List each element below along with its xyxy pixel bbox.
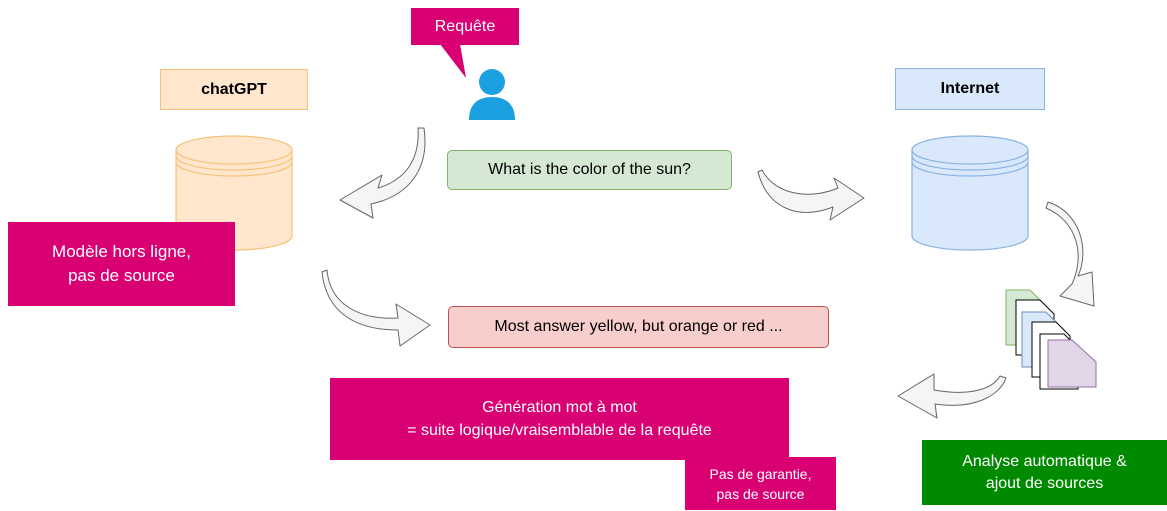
internet-label-text: Internet bbox=[940, 80, 1000, 97]
arrow-query-to-chatgpt bbox=[339, 127, 426, 219]
chatgpt-label: chatGPT bbox=[160, 69, 308, 110]
chatgpt-label-text: chatGPT bbox=[201, 80, 267, 98]
documents-icon bbox=[1005, 289, 1097, 390]
generation-note: Génération mot à mot = suite logique/vra… bbox=[330, 378, 789, 460]
internet-database-icon bbox=[911, 135, 1029, 251]
analysis-note-line-2: ajout de sources bbox=[985, 474, 1104, 492]
analysis-note-line-1: Analyse automatique & bbox=[962, 452, 1127, 470]
no-guarantee-note-line-2: pas de source bbox=[716, 485, 805, 502]
answer-box: Most answer yellow, but orange or red ..… bbox=[448, 306, 829, 348]
generation-note-line-1: Génération mot à mot bbox=[482, 399, 637, 416]
analysis-note: Analyse automatique & ajout de sources bbox=[922, 440, 1167, 505]
question-box: What is the color of the sun? bbox=[447, 150, 732, 190]
no-guarantee-note: Pas de garantie, pas de source bbox=[685, 457, 836, 510]
requete-callout: Requête bbox=[411, 8, 519, 45]
requete-callout-text: Requête bbox=[434, 17, 496, 35]
arrow-question-to-internet bbox=[757, 169, 865, 221]
arrow-documents-to-generation bbox=[897, 373, 1007, 419]
offline-note-line-1: Modèle hors ligne, bbox=[52, 242, 191, 261]
question-text: What is the color of the sun? bbox=[488, 161, 691, 178]
offline-note-line-2: pas de source bbox=[68, 266, 175, 285]
user-icon bbox=[469, 69, 515, 120]
offline-note: Modèle hors ligne, pas de source bbox=[8, 222, 235, 306]
answer-text: Most answer yellow, but orange or red ..… bbox=[494, 318, 783, 335]
no-guarantee-note-line-1: Pas de garantie, bbox=[709, 465, 812, 482]
arrow-chatgpt-to-answer bbox=[321, 269, 431, 347]
arrow-internet-to-documents bbox=[1045, 201, 1095, 307]
requete-callout-tail bbox=[440, 44, 466, 78]
generation-note-line-2: = suite logique/vraisemblable de la requ… bbox=[407, 422, 712, 439]
internet-label: Internet bbox=[895, 68, 1045, 110]
